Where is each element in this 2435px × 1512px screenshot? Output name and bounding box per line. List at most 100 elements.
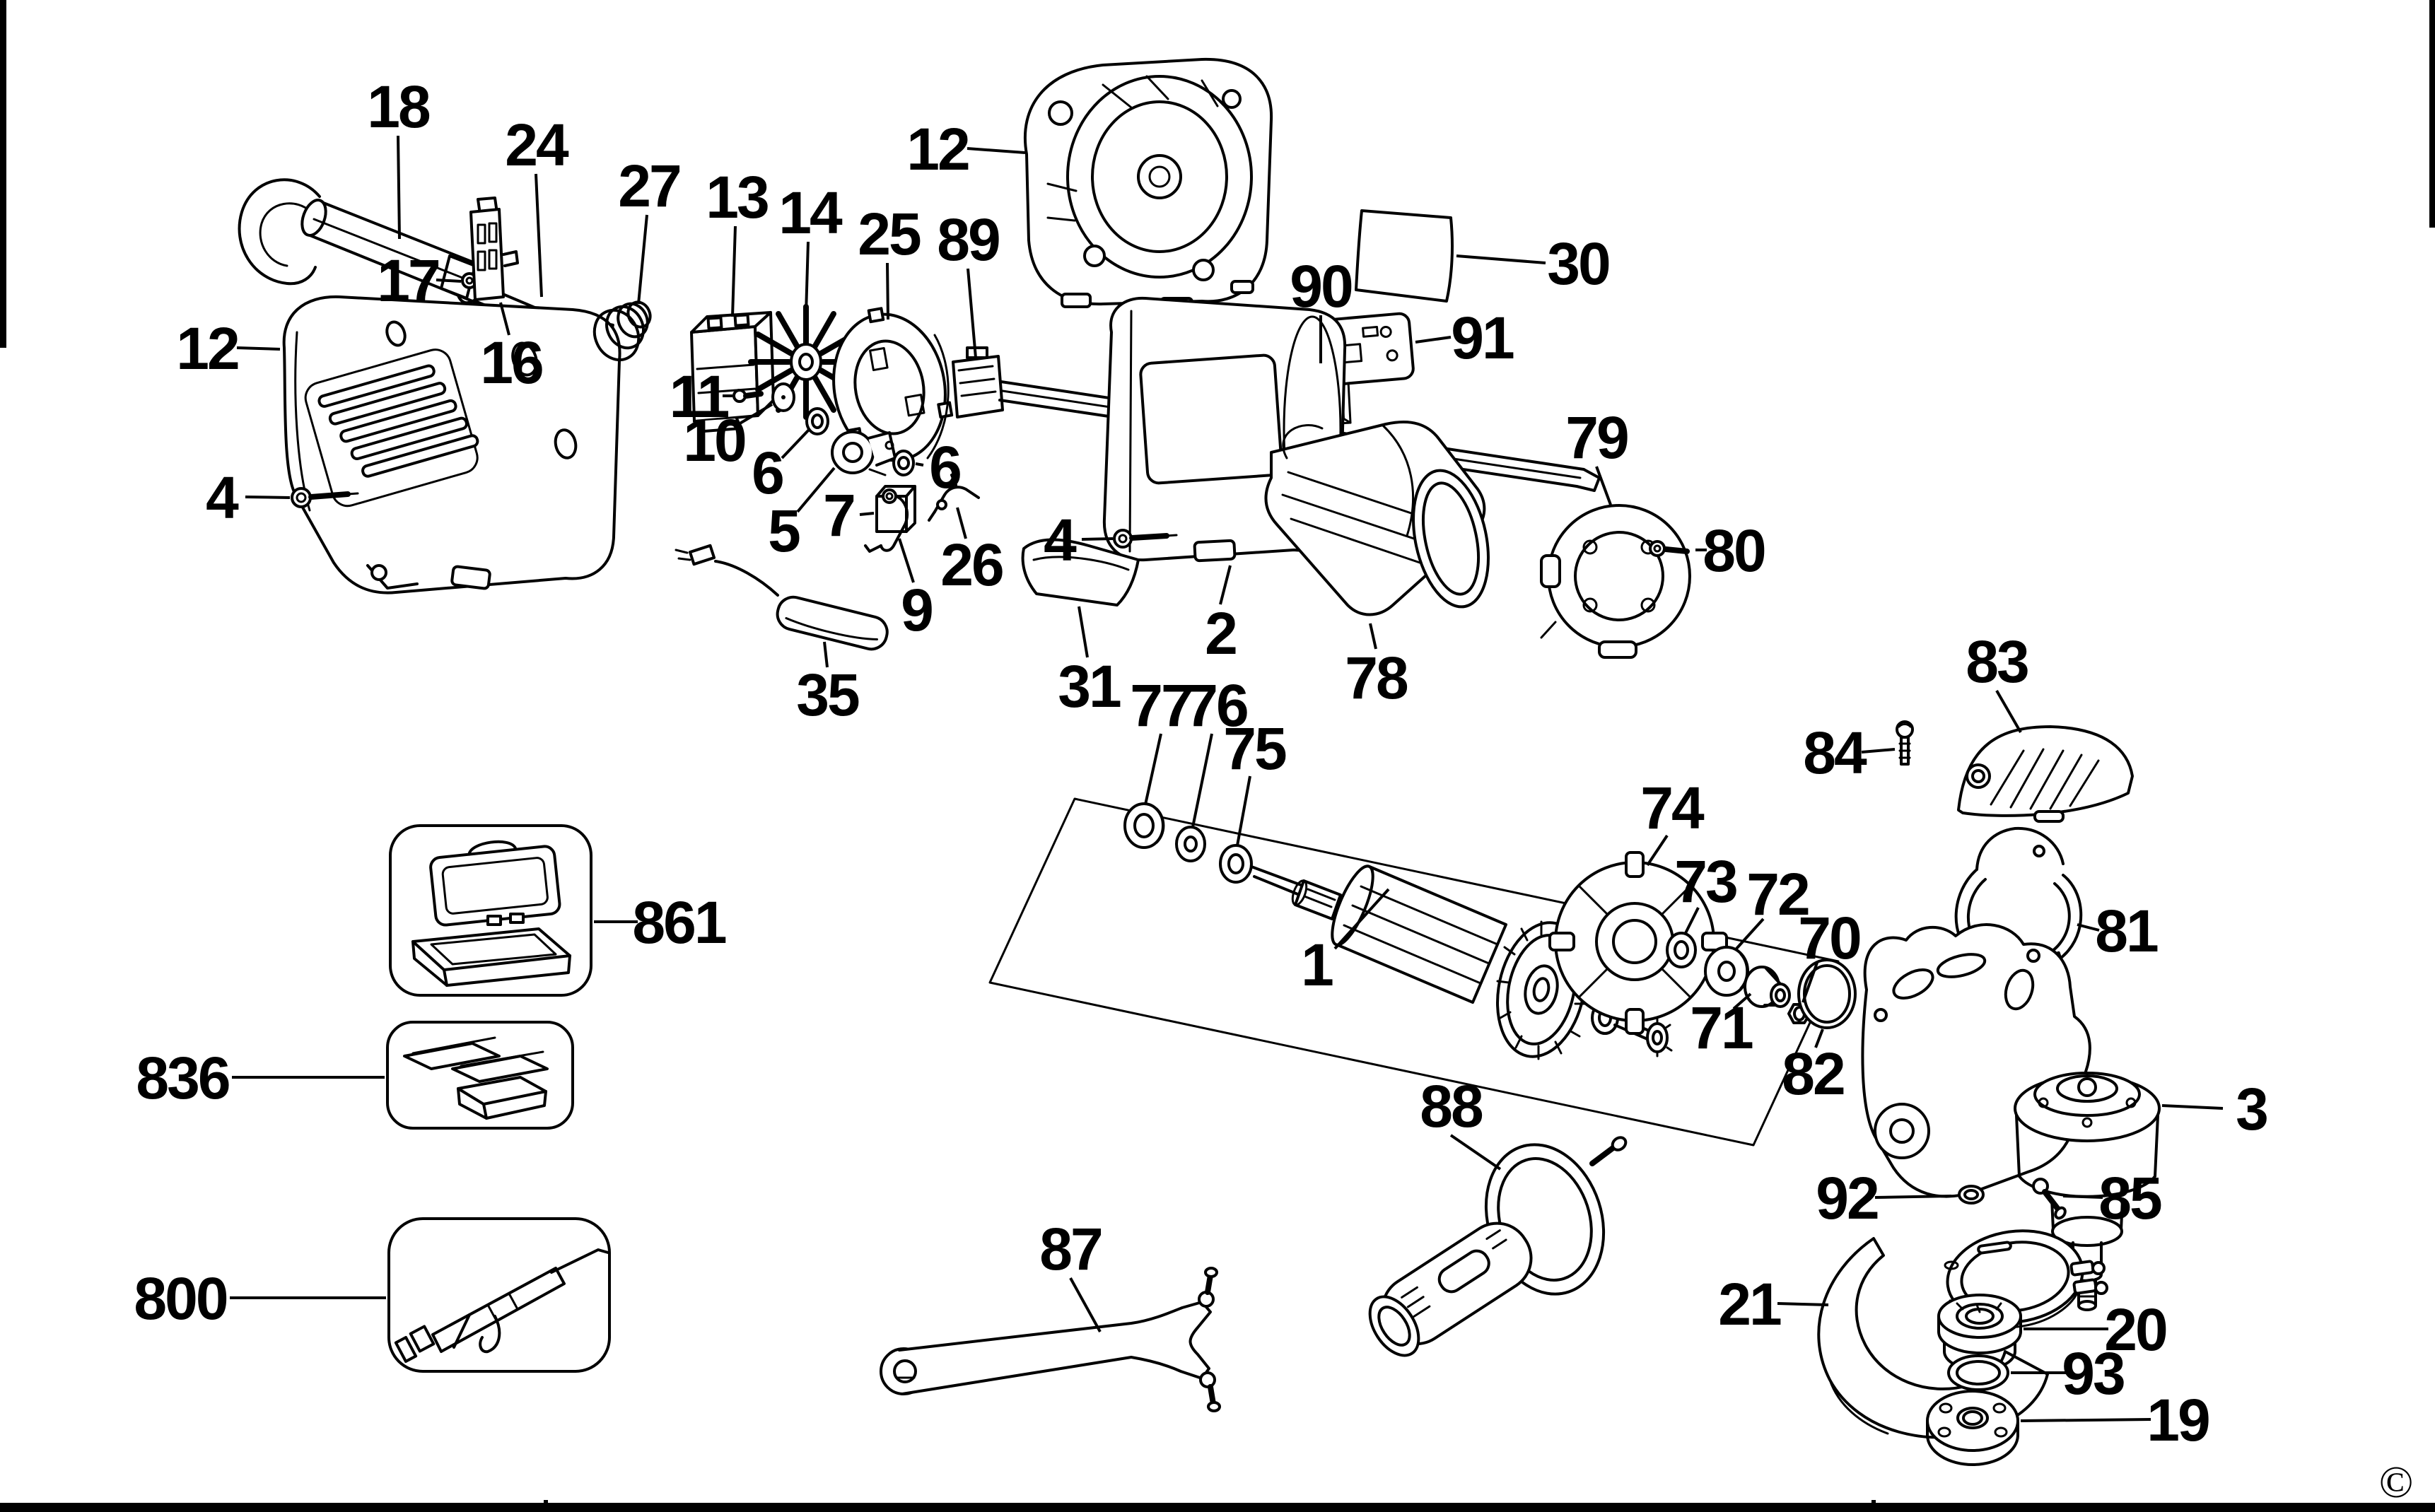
leader-line-88-50 xyxy=(1449,1134,1502,1171)
armature-fan-gear-shape xyxy=(1568,1029,1581,1038)
part-19-outer-flange-shape xyxy=(1992,1402,2007,1414)
leader-line-2-26 xyxy=(1219,565,1232,605)
part-12-motor-housing-left-shape-shape xyxy=(304,348,479,508)
part-5-bearing xyxy=(831,430,897,476)
part-93-o-ring-shape xyxy=(1956,1360,2001,1385)
part-19-outer-flange xyxy=(1926,1390,2019,1466)
accessory-box-800-shape xyxy=(508,1292,519,1311)
part-3-gear-case-shape xyxy=(2038,1097,2049,1108)
part-16-cord-clamp-shape xyxy=(469,208,505,301)
leader-line-82-39 xyxy=(1814,1028,1824,1048)
part-9-lever-shape xyxy=(882,488,897,504)
leader-line-21-46 xyxy=(1777,1302,1829,1306)
part-12-motor-housing-left-shape xyxy=(450,565,491,590)
part-88-side-handle-shape-shape xyxy=(1401,1286,1418,1299)
part-78-stator xyxy=(1264,421,1490,616)
part-3-gear-case-shape xyxy=(1892,968,1934,1000)
leader-line-26-21 xyxy=(956,507,967,539)
part-17-screw-shape xyxy=(465,276,474,285)
accessory-box-836-shape xyxy=(485,1090,547,1120)
part-4-screw-mid-shape xyxy=(1118,534,1128,544)
part-label-70-37: 70 xyxy=(1798,905,1860,971)
part-27-spring-shape xyxy=(626,300,652,329)
armature-pinion-shape xyxy=(1652,1030,1663,1045)
part-5-bearing-shape xyxy=(842,442,863,463)
part-label-88-50: 88 xyxy=(1420,1073,1483,1139)
part-83-gearcase-cover-shape xyxy=(1957,725,2134,817)
part-12-motor-housing-left-shape xyxy=(385,320,407,347)
part-35-actuator-arm-shape-shape xyxy=(785,617,878,641)
part-81-dust-shield-shape xyxy=(1975,826,2065,871)
part-88-side-handle-shape-shape xyxy=(1485,1229,1501,1241)
part-77-bearing-shape xyxy=(1155,807,1165,844)
leader-line-70-37 xyxy=(1802,962,1818,1003)
leader-line-6-20 xyxy=(915,462,924,467)
accessory-box-861-shape xyxy=(430,933,557,966)
part-4-screw-left-shape xyxy=(308,491,351,500)
part-26-brush-clip-shape xyxy=(928,510,936,522)
leader-line-89-6 xyxy=(967,268,977,358)
part-72-disc-shape xyxy=(1739,953,1748,990)
leader-line-71-38 xyxy=(1732,992,1752,1010)
part-88-side-handle-shape xyxy=(1377,1306,1411,1347)
part-12-motor-housing-top-shape xyxy=(1083,245,1106,267)
part-label-76-31: 76 xyxy=(1185,672,1247,739)
part-12-motor-housing-left-shape-shape xyxy=(361,434,479,478)
armature-body-shape xyxy=(1303,895,1333,908)
part-25-baffle-shape-shape xyxy=(867,307,885,324)
part-20-bearing-flange-shape xyxy=(1937,1330,2022,1354)
part-label-10-16: 10 xyxy=(683,407,745,474)
part-83-gearcase-cover-shape xyxy=(1990,749,2025,806)
part-5-bearing-shape xyxy=(868,468,887,476)
part-19-outer-flange-shape xyxy=(1926,1434,2019,1466)
part-11-screw-shape xyxy=(743,391,764,399)
accessory-box-800-shape xyxy=(431,1267,566,1353)
leader-line-17-11 xyxy=(436,279,462,283)
part-89-brush-rail-shape xyxy=(959,377,995,385)
leader-line-79-28 xyxy=(1595,466,1612,505)
accessory-box-861-shape-shape xyxy=(429,845,561,927)
accessory-box-800 xyxy=(387,1217,611,1373)
part-4-screw-mid-shape xyxy=(1165,534,1178,537)
leader-line-76-31 xyxy=(1191,733,1213,828)
frame-tick-1 xyxy=(544,1500,548,1512)
part-12-motor-housing-top-shape xyxy=(1145,75,1169,100)
part-13-switch-shape xyxy=(706,316,723,330)
part-74-fan-baffle-shape xyxy=(1660,967,1691,998)
accessory-box-836-shape xyxy=(403,1042,501,1070)
frame-tick-2 xyxy=(1871,1500,1876,1512)
part-12-motor-housing-top-shape xyxy=(1201,79,1219,107)
part-80-screw-shape xyxy=(1663,546,1690,554)
part-88-side-handle-shape-shape xyxy=(1437,1249,1490,1294)
part-label-4-25: 4 xyxy=(1044,507,1077,573)
part-89-brush-rail-shape xyxy=(966,346,988,359)
part-12-motor-housing-top-shape xyxy=(1048,100,1073,126)
part-label-800-54: 800 xyxy=(134,1265,226,1332)
part-83-gearcase-cover xyxy=(1957,725,2134,823)
part-12-motor-housing-top-shape xyxy=(1192,259,1215,281)
leader-line-13-3 xyxy=(731,225,737,317)
part-25-baffle-shape-shape xyxy=(869,347,889,372)
part-89-brush-rail-shape xyxy=(960,390,997,397)
armature-body-shape xyxy=(1250,865,1302,886)
part-label-90-9: 90 xyxy=(1290,253,1352,320)
part-12-motor-housing-top-shape xyxy=(1137,154,1182,199)
part-12-motor-housing-top-shape xyxy=(1230,280,1254,294)
part-83-gearcase-cover-shape xyxy=(2033,810,2065,823)
part-73-washer-shape xyxy=(1674,940,1689,960)
part-73-washer xyxy=(1666,932,1697,968)
part-21-guard-shape xyxy=(2091,1261,2106,1275)
part-label-91-10: 91 xyxy=(1451,305,1514,371)
part-3-gear-case-shape xyxy=(2077,1077,2097,1097)
leader-line-4-14 xyxy=(245,496,291,499)
part-label-836-53: 836 xyxy=(136,1045,228,1111)
accessory-box-800-shape xyxy=(452,1313,471,1349)
part-89-brush-rail-shape xyxy=(952,355,1004,418)
part-16-cord-clamp-shape xyxy=(488,249,498,270)
part-label-12-7: 12 xyxy=(906,116,969,182)
leader-line-73-35 xyxy=(1684,907,1700,934)
part-79-bearing-retainer-shape xyxy=(1574,531,1664,621)
parts-artwork xyxy=(238,57,2161,1466)
part-88-side-handle-shape-shape xyxy=(1492,1238,1507,1250)
part-83-gearcase-cover-shape xyxy=(2009,748,2045,809)
